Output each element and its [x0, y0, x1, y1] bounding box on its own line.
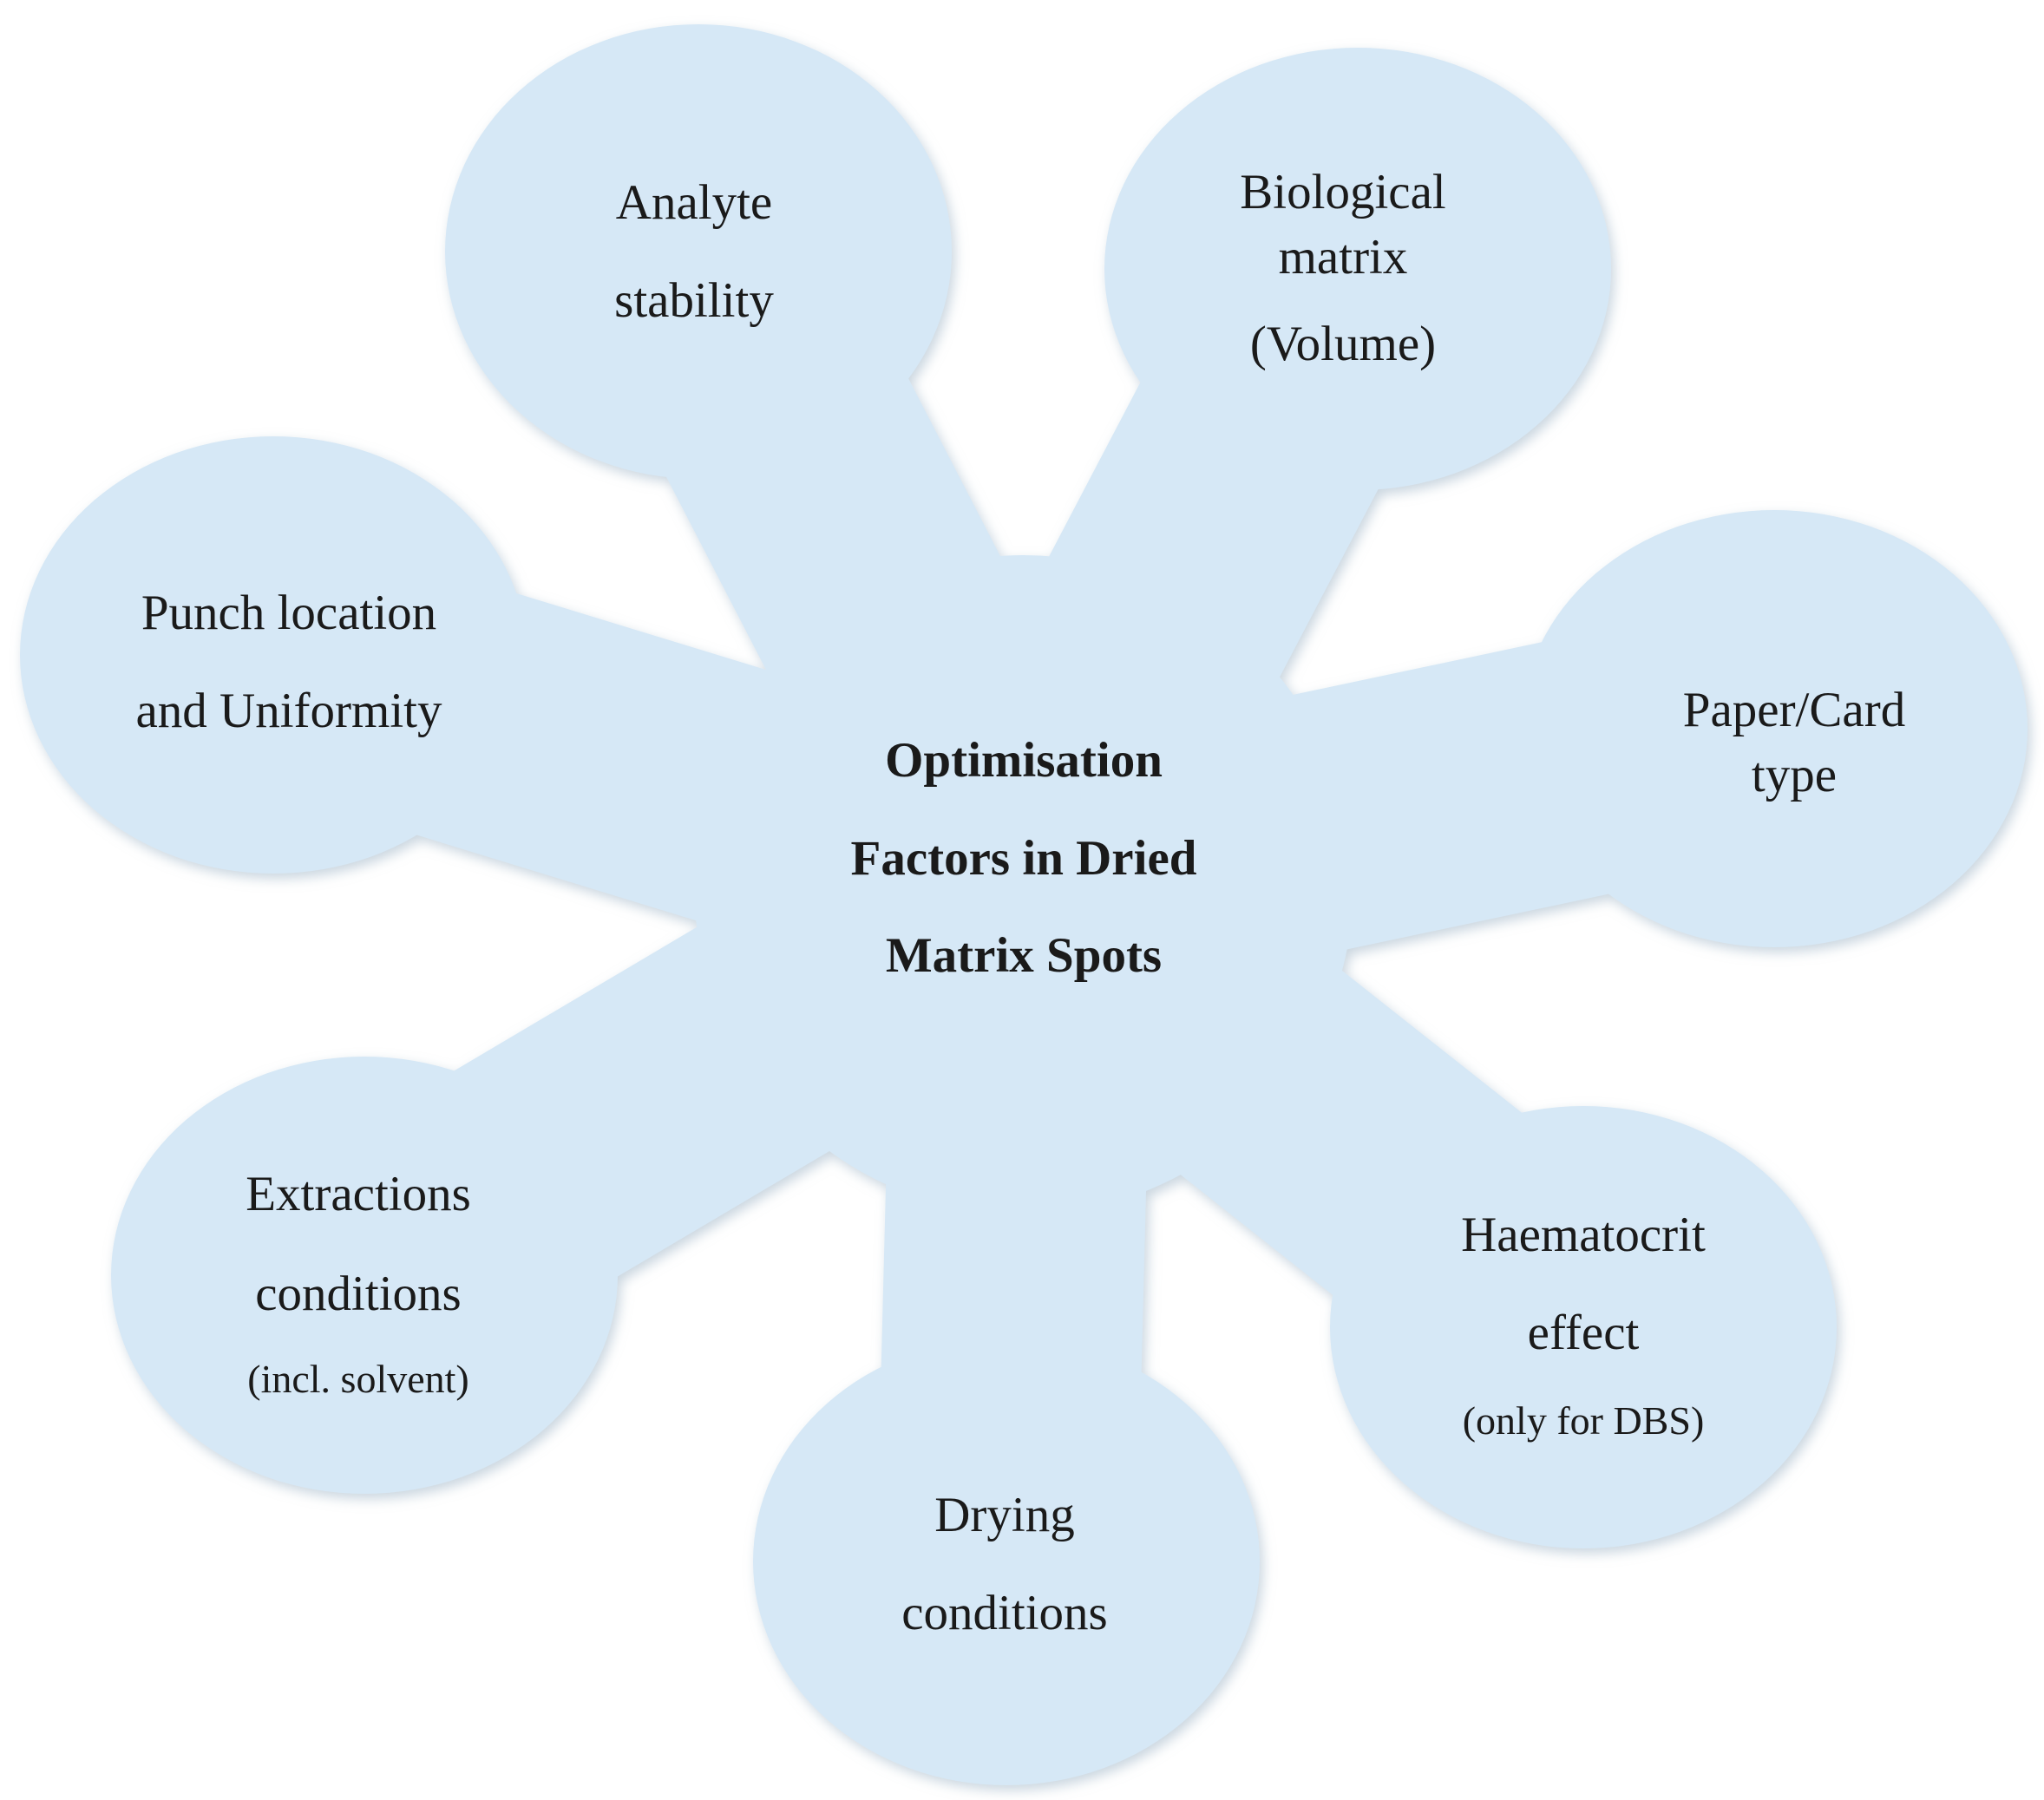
haematocrit-line-2: effect: [1528, 1306, 1640, 1360]
biological-line-1: Biological: [1240, 165, 1445, 219]
center-line-1: Optimisation: [885, 733, 1163, 788]
extractions-line-1: Extractions: [246, 1167, 471, 1221]
petal-haematocrit-effect: [1330, 1106, 1837, 1548]
label-extractions-conditions: Extractions conditions (incl. solvent): [246, 1167, 471, 1401]
extractions-note: (incl. solvent): [247, 1357, 469, 1401]
extractions-line-2: conditions: [255, 1267, 462, 1321]
label-paper-card-type: Paper/Card type: [1683, 683, 1905, 802]
center-line-3: Matrix Spots: [886, 928, 1162, 983]
haematocrit-line-1: Haematocrit: [1461, 1208, 1706, 1262]
label-haematocrit-effect: Haematocrit effect (only for DBS): [1461, 1208, 1706, 1443]
petal-paper-card-type: [1521, 510, 2028, 947]
petal-drying-conditions: [753, 1338, 1260, 1785]
label-analyte-stability: Analyte stability: [614, 175, 774, 328]
analyte-line-2: stability: [614, 273, 774, 328]
center-label: Optimisation Factors in Dried Matrix Spo…: [851, 733, 1197, 983]
biological-line-2: matrix: [1279, 230, 1408, 285]
blob-shape: [20, 24, 2028, 1785]
biological-line-3: (Volume): [1250, 317, 1436, 371]
label-punch-location: Punch location and Uniformity: [135, 586, 442, 738]
petal-extractions-conditions: [111, 1057, 618, 1494]
paper-line-2: type: [1752, 748, 1837, 802]
petal-analyte-stability: [445, 24, 952, 479]
drying-line-2: conditions: [901, 1586, 1108, 1640]
punch-line-2: and Uniformity: [135, 684, 442, 738]
punch-line-1: Punch location: [141, 586, 436, 640]
haematocrit-note: (only for DBS): [1463, 1398, 1705, 1443]
petal-biological-matrix: [1104, 48, 1611, 490]
label-drying-conditions: Drying conditions: [901, 1488, 1108, 1640]
drying-line-1: Drying: [934, 1488, 1074, 1542]
petal-punch-location: [20, 436, 527, 874]
label-biological-matrix: Biological matrix (Volume): [1240, 165, 1445, 371]
center-line-2: Factors in Dried: [851, 831, 1197, 886]
analyte-line-1: Analyte: [616, 175, 772, 230]
paper-line-1: Paper/Card: [1683, 683, 1905, 737]
